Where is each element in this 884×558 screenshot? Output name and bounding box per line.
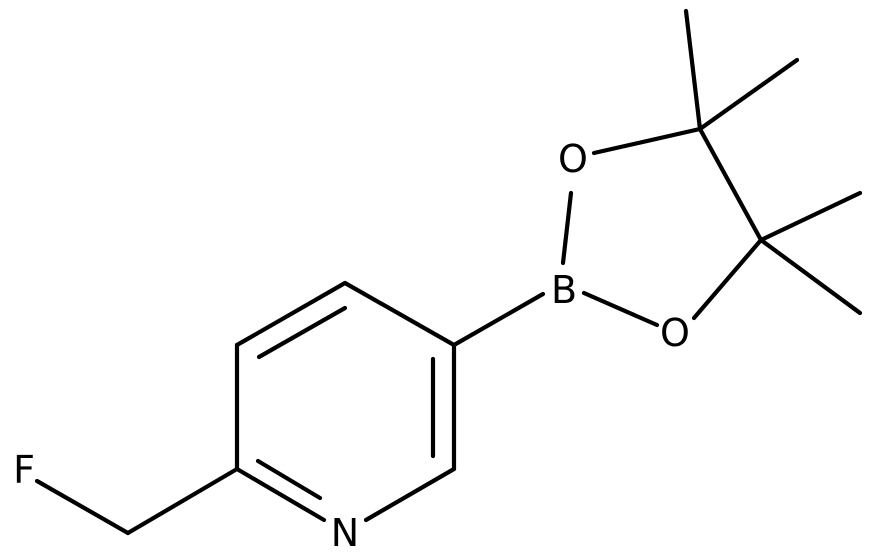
bond-b-o-top <box>560 190 574 266</box>
bond-methyl-1 <box>683 8 703 132</box>
bond-n1-c2-inner <box>255 458 323 501</box>
bond-c-c-ring <box>697 126 764 243</box>
atom-label-oxygen-top: O <box>558 137 588 181</box>
bond-c5-b <box>451 291 546 348</box>
atom-label-fluorine: F <box>13 448 35 492</box>
atom-label-nitrogen: N <box>331 511 359 555</box>
bond-methyl-4 <box>758 237 863 316</box>
bond-c-o-bottom <box>691 237 764 321</box>
bond-f-ch2 <box>34 478 131 536</box>
atom-label-oxygen-bottom: O <box>660 311 690 355</box>
bond-methyl-3 <box>758 190 863 243</box>
bond-c3-c4-outer <box>234 280 348 348</box>
bond-ch2-c2 <box>125 466 240 536</box>
bond-c3-c4-inner <box>256 305 348 360</box>
bond-c6-n1 <box>363 466 457 523</box>
bond-methyl-2 <box>697 57 800 132</box>
bond-o-top-c <box>591 126 703 156</box>
bond-n1-c2-outer <box>234 466 327 523</box>
bond-o-bottom-b <box>581 290 660 328</box>
bond-c4-c5 <box>342 280 457 348</box>
atom-label-boron: B <box>551 268 577 312</box>
